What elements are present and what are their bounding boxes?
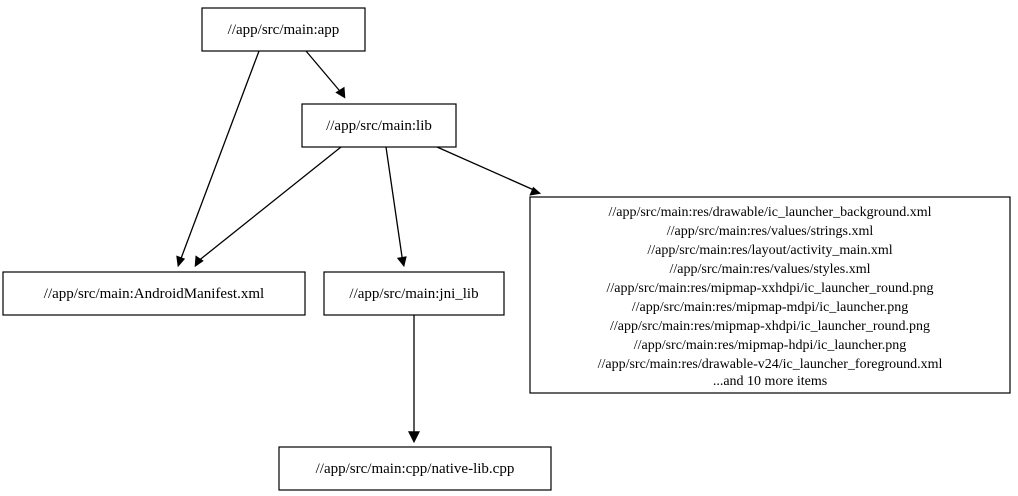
node-resources-line-2: //app/src/main:res/values/strings.xml: [667, 224, 874, 239]
node-resources-line-9: //app/src/main:res/drawable-v24/ic_launc…: [598, 357, 943, 372]
node-resources-line-8: //app/src/main:res/mipmap-hdpi/ic_launch…: [634, 338, 907, 353]
node-jni-lib-label: //app/src/main:jni_lib: [349, 286, 478, 302]
node-resources-line-4: //app/src/main:res/values/styles.xml: [669, 262, 870, 277]
node-android-manifest[interactable]: //app/src/main:AndroidManifest.xml: [2, 271, 306, 316]
graph-nodes: //app/src/main:app //app/src/main:lib //…: [2, 7, 1011, 491]
edge-lib-to-jni-lib: [385, 146, 407, 268]
node-resources-line-6: //app/src/main:res/mipmap-mdpi/ic_launch…: [632, 300, 908, 315]
node-android-manifest-label: //app/src/main:AndroidManifest.xml: [44, 286, 264, 302]
node-lib-label: //app/src/main:lib: [326, 118, 432, 134]
node-resources-line-3: //app/src/main:res/layout/activity_main.…: [647, 243, 892, 258]
edge-lib-to-manifest: [194, 146, 342, 268]
node-native-lib-cpp[interactable]: //app/src/main:cpp/native-lib.cpp: [278, 446, 552, 491]
edge-app-to-manifest: [176, 50, 260, 268]
node-jni-lib[interactable]: //app/src/main:jni_lib: [323, 271, 505, 316]
edge-app-to-lib: [305, 50, 346, 99]
graph-edges: [176, 50, 542, 444]
node-resources-line-5: //app/src/main:res/mipmap-xxhdpi/ic_laun…: [607, 281, 934, 296]
node-resources[interactable]: //app/src/main:res/drawable/ic_launcher_…: [529, 196, 1011, 394]
node-lib[interactable]: //app/src/main:lib: [301, 103, 457, 148]
node-resources-line-7: //app/src/main:res/mipmap-xhdpi/ic_launc…: [610, 319, 930, 334]
node-resources-line-10: ...and 10 more items: [713, 374, 827, 389]
node-native-lib-cpp-label: //app/src/main:cpp/native-lib.cpp: [316, 461, 515, 477]
edge-jni-lib-to-native-lib: [408, 315, 420, 444]
edge-lib-to-resources: [436, 146, 542, 196]
node-resources-line-1: //app/src/main:res/drawable/ic_launcher_…: [608, 205, 931, 220]
node-app[interactable]: //app/src/main:app: [201, 7, 366, 52]
node-app-label: //app/src/main:app: [228, 22, 340, 38]
